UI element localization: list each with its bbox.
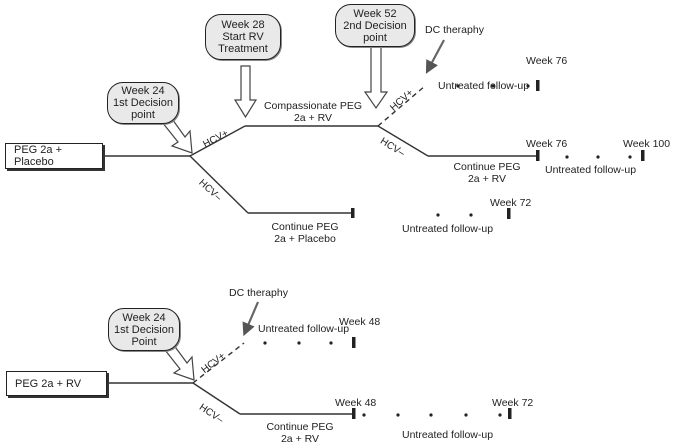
dc-therapy-label: DC theraphy: [425, 24, 484, 36]
start-box-label: PEG 2a + RV: [15, 377, 82, 390]
end-tick: [508, 408, 512, 419]
dc-therapy-arrow-icon: [242, 301, 260, 337]
untreated-follow-up-label: Untreated follow-up: [402, 223, 494, 235]
week-72-label: Week 72: [490, 197, 532, 209]
follow-up-dot: [456, 84, 460, 88]
follow-up-dot: [469, 213, 473, 217]
decision-bubble-week24: Week 24 1st Decision point: [107, 82, 179, 124]
follow-up-dot: [429, 413, 433, 417]
bubble-line: point: [131, 109, 155, 121]
decision-arrow-icon: [164, 343, 195, 381]
bubble-line: 1st Decision: [113, 97, 173, 109]
continue-placebo-arm-label: Continue PEG 2a + Placebo: [250, 221, 360, 245]
week-48-label: Week 48: [339, 316, 381, 328]
week-76-label: Week 76: [526, 55, 568, 67]
follow-up-dot: [263, 341, 267, 345]
end-tick: [536, 80, 540, 91]
arm-label-line: 2a + RV: [280, 433, 320, 445]
follow-up-dot: [329, 341, 333, 345]
arm-label-line: Continue PEG: [271, 221, 339, 233]
week-48-label: Week 48: [335, 397, 377, 409]
arm-label-line: Compassionate PEG: [263, 100, 363, 112]
decision-bubble-week52: Week 52 2nd Decision point: [335, 4, 415, 47]
arm-label-line: 2a + RV: [293, 112, 333, 124]
untreated-follow-up-label: Untreated follow-up: [438, 80, 530, 92]
follow-up-dot: [596, 155, 600, 159]
bubble-line: point: [363, 31, 387, 44]
branch-hcv-pos-line: [189, 125, 246, 157]
dc-therapy-arrow-icon: [425, 39, 445, 74]
bubble-week28: Week 28 Start RV Treatment: [205, 14, 281, 60]
follow-up-dot: [498, 413, 502, 417]
decision-arrow-icon: [363, 45, 389, 110]
end-tick: [352, 408, 356, 419]
untreated-follow-up-label: Untreated follow-up: [258, 323, 350, 335]
bubble-line: Week 24: [121, 85, 165, 97]
week-76-label: Week 76: [526, 138, 568, 150]
bubble-line: Start RV: [222, 31, 264, 43]
arm-label-line: Continue PEG: [453, 161, 521, 173]
follow-up-dot: [436, 213, 440, 217]
bubble-line: Week 24: [122, 311, 166, 324]
branch-hcv-neg-line-bottom: [192, 382, 241, 415]
follow-up-dot: [565, 155, 569, 159]
end-tick: [352, 337, 356, 348]
follow-up-dot: [628, 155, 632, 159]
follow-up-dot: [464, 413, 468, 417]
arm-label-line: 2a + RV: [467, 173, 507, 185]
start-box-label: PEG 2a + Placebo: [14, 144, 63, 168]
follow-up-dot: [362, 413, 366, 417]
continue-rv-arm-label: Continue PEG 2a + RV: [250, 421, 350, 445]
follow-up-dot: [491, 84, 495, 88]
bubble-line: 1st Decision: [114, 323, 174, 336]
bubble-line: Week 52: [353, 7, 397, 20]
untreated-follow-up-label: Untreated follow-up: [402, 429, 494, 441]
bubble-line: Treatment: [218, 43, 268, 55]
untreated-follow-up-label: Untreated follow-up: [545, 164, 637, 176]
bubble-line: 2nd Decision: [343, 19, 407, 32]
continue-rv-arm-label: Continue PEG 2a + RV: [437, 161, 537, 185]
follow-up-dot: [526, 84, 530, 88]
branch-hcv-pos-dashed: [377, 85, 426, 127]
follow-up-dot: [396, 413, 400, 417]
decision-bubble-week24: Week 24 1st Decision Point: [108, 308, 180, 351]
start-box-peg-rv: PEG 2a + RV: [6, 371, 107, 396]
follow-up-dot: [297, 341, 301, 345]
end-tick: [536, 150, 540, 161]
arm-label-line: 2a + Placebo: [274, 233, 336, 245]
end-tick: [507, 208, 511, 219]
dc-therapy-label: DC theraphy: [229, 287, 288, 299]
arm-label-line: Continue PEG: [266, 421, 334, 433]
week-72-label: Week 72: [492, 397, 534, 409]
branch-hcv-neg-line-2: [377, 125, 429, 157]
end-tick: [351, 208, 355, 218]
start-box-peg-placebo: PEG 2a + Placebo: [5, 143, 103, 169]
compassionate-arm-label: Compassionate PEG 2a + RV: [253, 100, 373, 124]
start-rv-arrow-icon: [233, 65, 258, 119]
branch-hcv-neg-line: [189, 155, 249, 214]
end-tick: [641, 150, 645, 161]
bubble-line: Week 28: [221, 19, 265, 31]
bubble-line: Point: [131, 335, 157, 348]
branch-hcv-pos-dashed-bottom: [192, 342, 245, 384]
week-100-label: Week 100: [623, 138, 671, 150]
